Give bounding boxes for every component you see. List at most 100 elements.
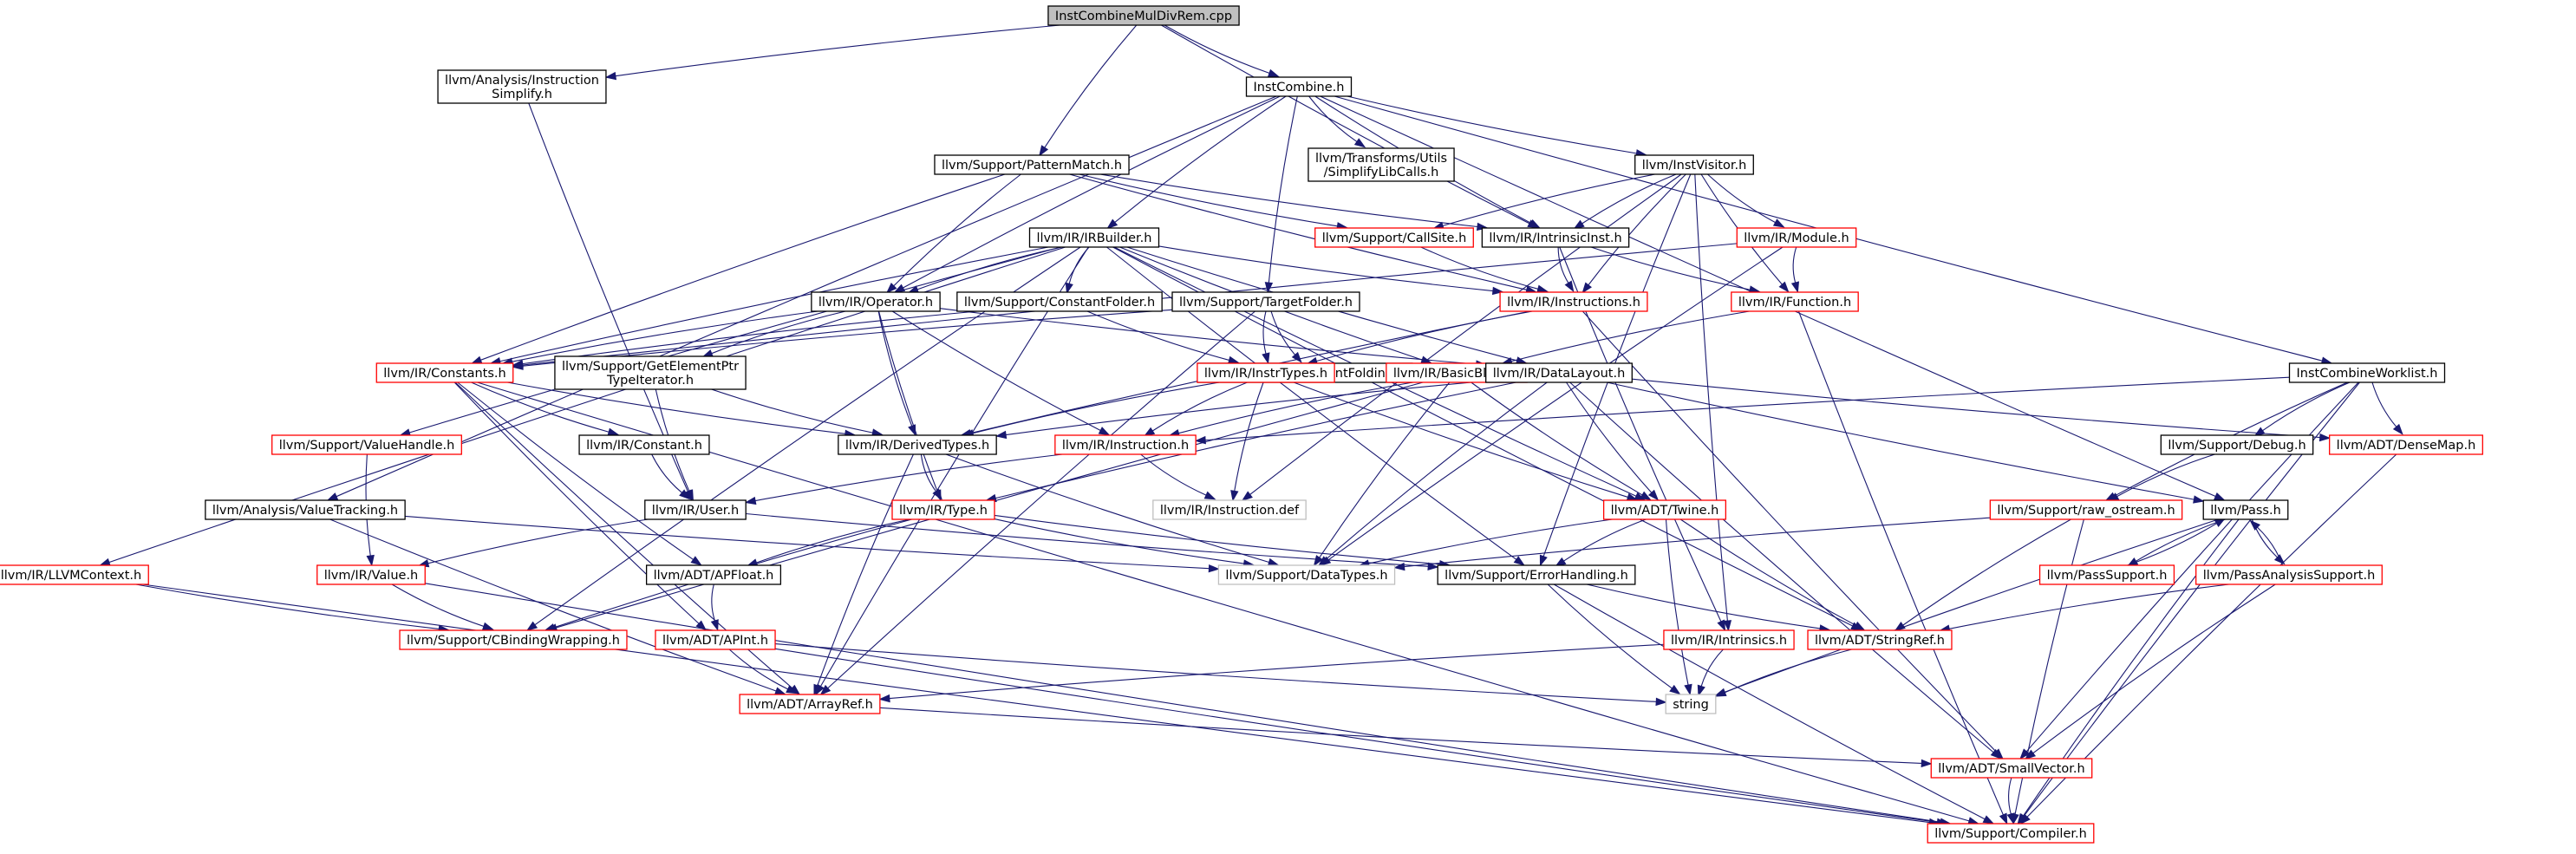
node-api[interactable]: llvm/ADT/APInt.h [655, 629, 776, 650]
edge-ic-to-iv [1347, 95, 1647, 158]
node-dt[interactable]: llvm/IR/DerivedTypes.h [838, 434, 997, 455]
node-apf[interactable]: llvm/ADT/APFloat.h [645, 564, 782, 585]
edge-line [711, 388, 873, 434]
node-ins[interactable]: llvm/IR/Instructions.h [1499, 291, 1648, 312]
edge-ii-to-fn [1590, 246, 1761, 294]
edge-line [1178, 381, 1413, 434]
edge-arrowhead [2193, 495, 2205, 504]
edge-line [1268, 95, 1298, 284]
node-comp[interactable]: llvm/Support/Compiler.h [1927, 823, 2095, 844]
edge-line [1471, 381, 1643, 496]
node-pass[interactable]: llvm/Pass.h [2202, 499, 2289, 520]
node-irb[interactable]: llvm/IR/IRBuilder.h [1028, 227, 1160, 248]
node-ar[interactable]: llvm/ADT/ArrayRef.h [739, 694, 881, 714]
node-label: llvm/Support/ValueHandle.h [279, 439, 455, 453]
edge-line [1234, 381, 1264, 492]
node-val[interactable]: llvm/IR/Value.h [316, 564, 426, 585]
node-eh[interactable]: llvm/Support/ErrorHandling.h [1437, 564, 1636, 585]
node-icw[interactable]: InstCombineWorklist.h [2288, 362, 2446, 383]
node-tu[interactable]: llvm/Transforms/Utils/SimplifyLibCalls.h [1308, 147, 1455, 182]
edge-arrowhead [1106, 218, 1118, 230]
edge-arrowhead [2318, 433, 2331, 442]
edge-arrowhead [932, 488, 942, 500]
edge-line [728, 649, 788, 690]
node-usr[interactable]: llvm/IR/User.h [644, 499, 747, 520]
node-root[interactable]: InstCombineMulDivRem.cpp [1047, 5, 1240, 26]
node-idef[interactable]: llvm/IR/Instruction.def [1152, 499, 1307, 520]
node-box [2038, 564, 2175, 585]
node-dl[interactable]: llvm/IR/DataLayout.h [1485, 362, 1633, 383]
node-intr[interactable]: llvm/IR/Intrinsics.h [1663, 629, 1795, 650]
edge-inst-to-usr [744, 453, 1063, 505]
node-con[interactable]: llvm/IR/Constant.h [578, 434, 710, 455]
node-typ[interactable]: llvm/IR/Type.h [891, 499, 995, 520]
node-it[interactable]: llvm/IR/InstrTypes.h [1197, 362, 1335, 383]
node-cs[interactable]: llvm/Support/CallSite.h [1314, 227, 1474, 248]
edge-line [512, 310, 818, 362]
node-cst[interactable]: llvm/IR/Constants.h [375, 362, 514, 383]
edge-arrowhead [1697, 684, 1705, 697]
node-tf[interactable]: llvm/Support/TargetFolder.h [1171, 291, 1360, 312]
node-ro[interactable]: llvm/Support/raw_ostream.h [1989, 499, 2183, 520]
edge-line [1588, 173, 1686, 286]
edge-arrowhead [1513, 556, 1525, 566]
node-sdt[interactable]: llvm/Support/DataTypes.h [1217, 564, 1396, 585]
node-op[interactable]: llvm/IR/Operator.h [811, 291, 941, 312]
edge-line [1442, 173, 1655, 226]
node-str[interactable]: string [1665, 694, 1717, 714]
edge-line [775, 642, 1657, 702]
node-pm[interactable]: llvm/Support/PatternMatch.h [934, 154, 1130, 175]
edge-bb-to-sdt [1313, 381, 1451, 567]
node-avt[interactable]: llvm/Analysis/ValueTracking.h [205, 499, 406, 520]
edge-sv-to-comp [2006, 777, 2015, 825]
edge-line [1707, 173, 1776, 224]
edge-gep-to-dt [711, 388, 884, 437]
node-iv[interactable]: llvm/InstVisitor.h [1634, 154, 1754, 175]
node-vh[interactable]: llvm/Support/ValueHandle.h [271, 434, 462, 455]
node-inst[interactable]: llvm/IR/Instruction.h [1054, 434, 1197, 455]
edge-arrowhead [1194, 435, 1206, 445]
node-box [271, 434, 462, 455]
edge-arrowhead [786, 685, 798, 694]
edge-dt-to-typ [920, 453, 942, 500]
node-tw[interactable]: llvm/ADT/Twine.h [1602, 499, 1727, 520]
node-cf[interactable]: llvm/Support/ConstantFolder.h [956, 291, 1163, 312]
edge-arrowhead [2017, 813, 2027, 825]
node-ii[interactable]: llvm/IR/IntrinsicInst.h [1481, 227, 1630, 248]
node-label: llvm/IR/DerivedTypes.h [845, 439, 989, 453]
node-box [1054, 434, 1197, 455]
node-ps[interactable]: llvm/PassSupport.h [2038, 564, 2175, 585]
node-pas[interactable]: llvm/PassAnalysisSupport.h [2195, 564, 2383, 585]
node-label: llvm/Support/raw_ostream.h [1997, 504, 2175, 518]
node-label: llvm/ADT/StringRef.h [1815, 634, 1945, 648]
node-box [205, 499, 406, 520]
edge-arrowhead [1723, 620, 1732, 632]
edge-line [615, 24, 1060, 77]
node-sv[interactable]: llvm/ADT/SmallVector.h [1930, 758, 2093, 779]
node-fn[interactable]: llvm/IR/Function.h [1731, 291, 1859, 312]
edge-line [711, 310, 846, 355]
node-ic[interactable]: InstCombine.h [1245, 76, 1353, 97]
edge-line [994, 518, 1244, 564]
node-dbg[interactable]: llvm/Support/Debug.h [2160, 434, 2314, 455]
node-cbw[interactable]: llvm/Support/CBindingWrapping.h [399, 629, 628, 650]
edge-line [651, 453, 682, 493]
edge-line [1420, 246, 1539, 290]
edge-ii-to-ins [1557, 246, 1575, 293]
edge-irb-to-eh [1106, 246, 1525, 566]
edge-line [746, 512, 1429, 567]
node-dm[interactable]: llvm/ADT/DenseMap.h [2329, 434, 2483, 455]
edge-apf-to-api [710, 583, 719, 631]
node-sr[interactable]: llvm/ADT/StringRef.h [1807, 629, 1953, 650]
edge-line [1632, 378, 2320, 439]
edge-arrowhead [1990, 748, 2002, 759]
edge-arrowhead [99, 557, 111, 566]
node-llc[interactable]: llvm/IR/LLVMContext.h [0, 564, 149, 585]
edge-arrowhead [1790, 281, 1800, 294]
edge-line [1006, 380, 1486, 436]
node-mod[interactable]: llvm/IR/Module.h [1736, 227, 1857, 248]
